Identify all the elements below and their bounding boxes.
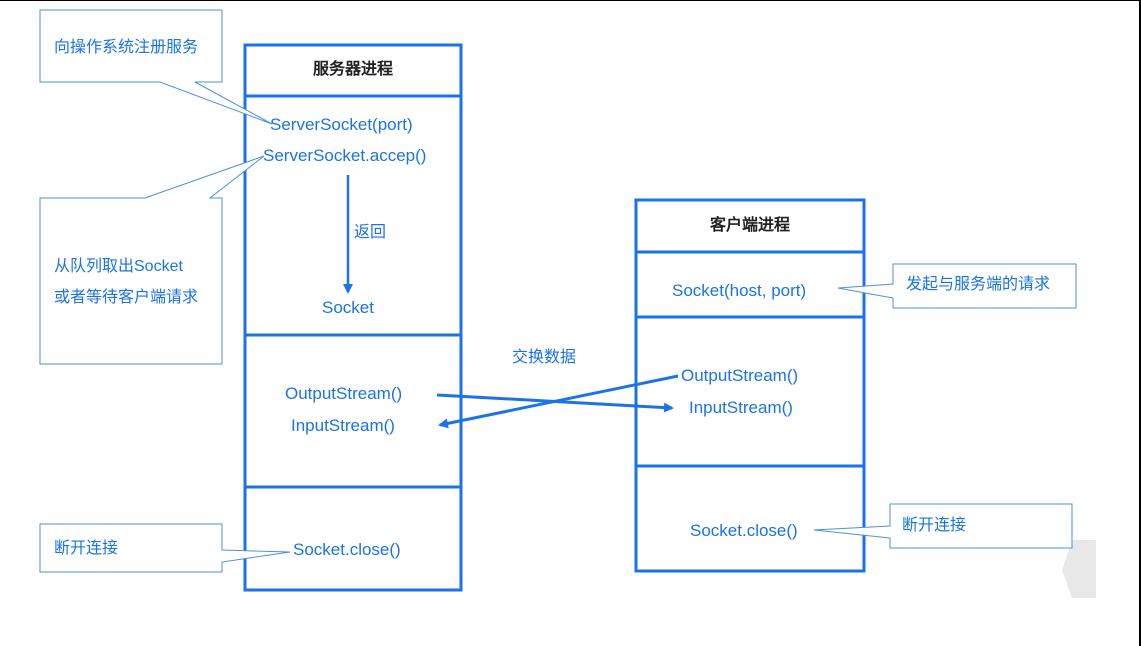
right-border-line — [1139, 0, 1141, 646]
client-request-callout-box — [837, 263, 1077, 309]
server-input-stream-text: InputStream() — [291, 416, 395, 435]
return-label: 返回 — [354, 224, 387, 241]
server-process-title: 服务器进程 — [312, 61, 393, 78]
exchange-data-label: 交换数据 — [512, 349, 577, 366]
grey-side-shape — [1062, 540, 1096, 598]
register-callout-text: 向操作系统注册服务 — [54, 39, 199, 56]
register-callout-box — [39, 9, 273, 125]
server-socket-close-text: Socket.close() — [293, 540, 401, 559]
top-border-line — [0, 0, 1141, 1]
client-disconnect-callout-box — [813, 503, 1073, 549]
server-disconnect-callout-box — [39, 523, 291, 573]
client-request-callout-text: 发起与服务端的请求 — [906, 276, 1051, 293]
server-socket-text: Socket — [322, 298, 374, 317]
client-socket-close-text: Socket.close() — [690, 521, 798, 540]
dequeue-callout-box — [39, 155, 265, 365]
server-socket-accept-text: ServerSocket.accep() — [263, 146, 427, 165]
client-process-title: 客户端进程 — [709, 217, 790, 234]
client-disconnect-callout-text: 断开连接 — [902, 517, 967, 534]
server-disconnect-callout-text: 断开连接 — [54, 540, 119, 557]
server-output-stream-text: OutputStream() — [285, 384, 403, 403]
client-to-server-arrow — [438, 374, 679, 429]
client-input-stream-text: InputStream() — [689, 398, 793, 417]
server-process-box — [243, 43, 463, 592]
client-socket-text: Socket(host, port) — [672, 281, 807, 300]
dequeue-callout-text-line1: 从队列取出Socket — [54, 258, 183, 275]
dequeue-callout-text-line2: 或者等待客户端请求 — [54, 289, 199, 306]
server-socket-port-text: ServerSocket(port) — [270, 115, 413, 134]
client-output-stream-text: OutputStream() — [681, 366, 799, 385]
